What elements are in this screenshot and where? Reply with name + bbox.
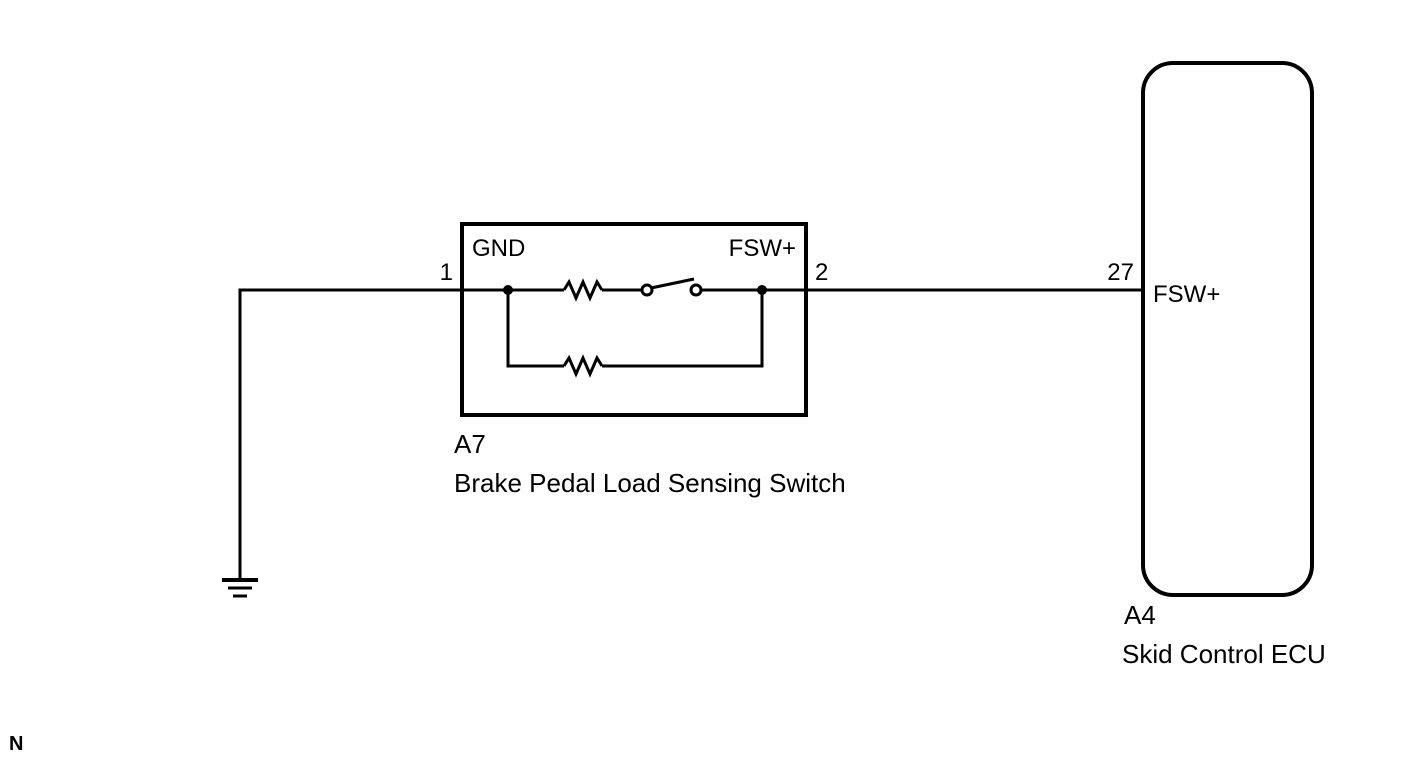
resistor-icon xyxy=(562,354,604,378)
switch-pin-left-name: GND xyxy=(472,235,525,262)
switch-pin-right-name: FSW+ xyxy=(729,235,796,262)
switch-icon xyxy=(640,277,703,297)
ecu-name: Skid Control ECU xyxy=(1122,639,1326,669)
switch-name: Brake Pedal Load Sensing Switch xyxy=(454,468,846,498)
ecu-pin-number: 27 xyxy=(1107,259,1134,286)
switch-housing xyxy=(460,222,808,417)
ecu-ref: A4 xyxy=(1124,600,1156,630)
ecu-pin-name: FSW+ xyxy=(1153,281,1220,308)
ground-icon xyxy=(222,578,258,598)
ground-wire xyxy=(238,288,462,580)
resistor-icon xyxy=(562,278,604,302)
corner-mark: N xyxy=(9,733,23,755)
switch-internal-circuit xyxy=(462,277,806,378)
ecu-housing xyxy=(1141,61,1314,597)
switch-pin-left-number: 1 xyxy=(440,259,453,286)
switch-pin-right-number: 2 xyxy=(815,259,828,286)
switch-ref: A7 xyxy=(454,429,486,459)
